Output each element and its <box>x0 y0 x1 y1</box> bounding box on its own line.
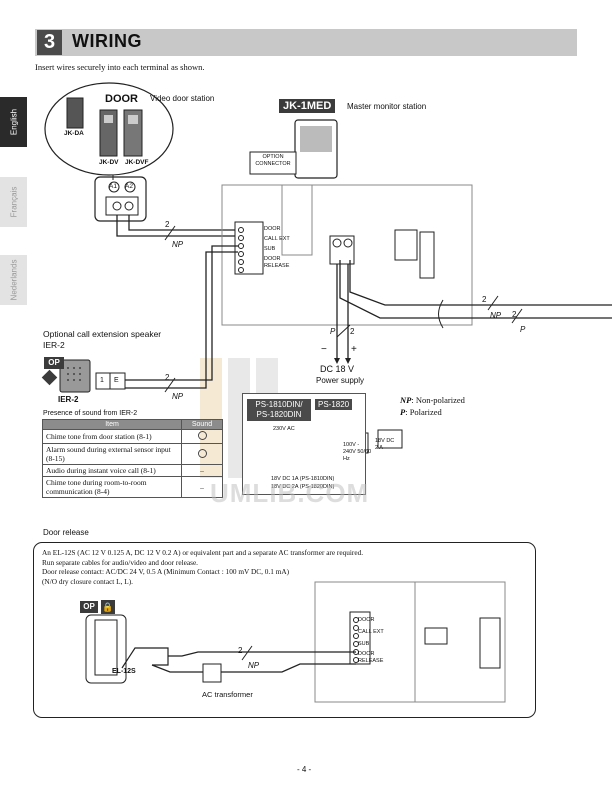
door-terminal-frame <box>94 176 147 222</box>
watermark-text: UMLIB.COM <box>210 478 370 508</box>
door-note: Run separate cables for audio/video and … <box>42 557 199 567</box>
wire-count-sub-2: 2 <box>512 310 517 319</box>
sound-table: Item Sound Chime tone from door station … <box>42 419 223 498</box>
ier-model-bottom: IER-2 <box>58 395 79 404</box>
door-wire-type: NP <box>248 661 260 670</box>
sound-present-icon <box>197 448 207 458</box>
wire-count-power: 2 <box>350 327 355 336</box>
door-terminal-sub: SUB <box>358 641 370 647</box>
backplate-outline <box>221 184 473 326</box>
section-number: 3 <box>37 30 62 55</box>
ier-terminal-1: 1 <box>100 377 104 384</box>
table-row: Audio during instant voice call (8-1) – <box>42 464 223 477</box>
psu-out-1: 18V DC 1A (PS-1810DIN) <box>271 476 335 482</box>
wire-count-door: 2 <box>165 220 170 229</box>
door-release-title: Door release <box>43 528 89 537</box>
psu-1820-model: PS-1820 <box>315 399 353 410</box>
terminal-a1 <box>108 181 120 193</box>
model-jk-dvf: JK-DVF <box>125 159 149 166</box>
door-release-panel <box>33 542 536 718</box>
power-minus: − <box>321 344 327 355</box>
ac-transformer-label: AC transformer <box>202 690 253 699</box>
terminal-sub: SUB <box>264 246 276 252</box>
section-header-bar <box>35 29 577 56</box>
ier-model-top: IER-2 <box>43 340 65 350</box>
legend-p-text: : Polarized <box>405 407 442 417</box>
sound-row-value: – <box>181 464 223 477</box>
option-connector-label: OPTION CONNECTOR <box>255 154 291 167</box>
legend-np-key: NP <box>400 395 412 405</box>
page-number: - 4 - <box>297 765 312 774</box>
door-op-badge: OP <box>80 601 98 613</box>
psu-out-2: 18V DC 2A (PS-1820DIN) <box>271 484 335 490</box>
tab-nederlands[interactable]: Nederlands <box>0 255 27 305</box>
sound-row-item: Chime tone from door station (8-1) <box>42 429 182 444</box>
legend-p-key: P <box>400 407 406 417</box>
sound-row-item: Audio during instant voice call (8-1) <box>42 464 182 477</box>
door-station-caption: Video door station <box>150 94 215 103</box>
door-terminal-door-release: DOOR RELEASE <box>358 651 384 664</box>
wire-count-sub: 2 <box>482 295 487 304</box>
section-title: WIRING <box>72 31 142 51</box>
ier-speaker-graphic <box>59 359 91 393</box>
terminal-a1-label: A1 <box>109 183 117 190</box>
intro-text: Insert wires securely into each terminal… <box>35 62 205 72</box>
el12s-graphic <box>94 619 118 676</box>
ac-transformer-graphic <box>202 663 222 683</box>
table-row: Chime tone during room-to-room communica… <box>42 476 223 498</box>
power-plus: + <box>351 344 357 355</box>
terminal-door-release: DOOR RELEASE <box>264 256 290 269</box>
door-station-jk-da-graphic <box>66 97 84 129</box>
terminal-door: DOOR <box>264 226 281 232</box>
table-row: Chime tone from door station (8-1) <box>42 429 223 444</box>
door-heading: DOOR <box>105 93 138 105</box>
wire-type-sub-2: P <box>520 325 526 334</box>
door-note: Door release contact: AC/DC 24 V, 0.5 A … <box>42 567 290 577</box>
power-caption: Power supply <box>316 376 365 385</box>
wire-legend: NP: Non-polarized P: Polarized <box>400 394 465 418</box>
terminal-call-ext: CALL EXT <box>264 236 290 242</box>
wire-type-ier: NP <box>172 392 184 401</box>
master-model: JK-1MED <box>279 99 336 113</box>
table-row: Alarm sound during external sensor input… <box>42 443 223 465</box>
model-jk-dv: JK-DV <box>99 159 119 166</box>
option-connector-box <box>249 151 297 175</box>
master-caption: Master monitor station <box>347 102 427 111</box>
door-terminal-door: DOOR <box>358 617 375 623</box>
door-release-notes: An EL-12S (AC 12 V 0.125 A, DC 12 V 0.2 … <box>42 548 363 586</box>
wire-type-door: NP <box>172 240 184 249</box>
lock-icon: 🔒 <box>101 600 115 614</box>
door-note: An EL-12S (AC 12 V 0.125 A, DC 12 V 0.2 … <box>42 548 364 557</box>
terminal-a2-label: A2 <box>125 183 133 190</box>
psu-din-models: PS-1810DIN/ PS-1820DIN <box>247 399 311 421</box>
door-wire-count: 2 <box>238 646 243 655</box>
wire-count-ier: 2 <box>165 373 170 382</box>
sound-row-item: Alarm sound during external sensor input… <box>42 443 182 465</box>
psu-panel: PS-1810DIN/ PS-1820DIN PS-1820 230V AC 1… <box>242 393 394 495</box>
door-terminal-call-ext: CALL EXT <box>358 629 384 635</box>
door-note: (N/O dry closure contact L, L). <box>42 576 133 586</box>
wire-type-power: P <box>330 327 336 336</box>
psu-input-ac: 230V AC <box>273 426 295 432</box>
sound-row-item: Chime tone during room-to-room communica… <box>42 476 182 498</box>
sound-table-header-item: Item <box>42 419 182 430</box>
ier-heading: Optional call extension speaker <box>43 329 162 339</box>
ier-terminal-e: E <box>114 377 119 384</box>
sound-table-header-sound: Sound <box>181 419 223 430</box>
psu-out-right: 18V DC 2 A <box>375 438 395 451</box>
model-jk-da: JK-DA <box>64 130 84 137</box>
terminal-a2 <box>124 181 136 193</box>
sound-table-title: Presence of sound from IER-2 <box>43 410 138 417</box>
sound-row-value: – <box>181 476 223 498</box>
power-voltage: DC 18 V <box>320 364 355 374</box>
door-station-ellipse <box>44 82 174 176</box>
ier-op-badge: OP <box>44 357 64 369</box>
tab-francais[interactable]: Français <box>0 177 27 227</box>
psu-range: 100V - 240V 50/60 Hz <box>343 442 372 462</box>
tab-english[interactable]: English <box>0 97 27 147</box>
legend-np-text: : Non-polarized <box>411 395 465 405</box>
wire-type-sub: NP <box>490 311 502 320</box>
sound-present-icon <box>197 431 207 440</box>
el12s-label: EL-12S <box>112 668 136 675</box>
